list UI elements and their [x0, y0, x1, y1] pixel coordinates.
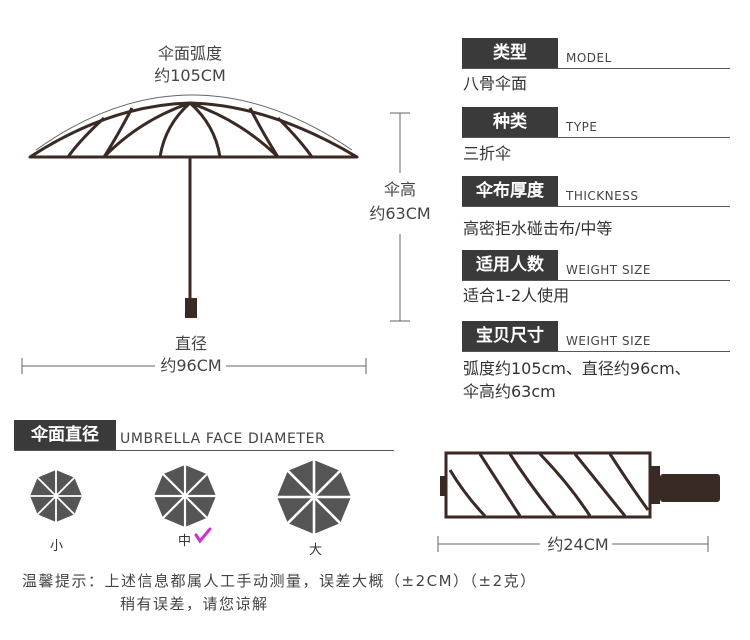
spec-size-value-line2: 伞高约63cm — [463, 382, 556, 401]
height-value: 约63CM — [369, 204, 431, 223]
face-diameter-en: UMBRELLA FACE DIAMETER — [120, 431, 326, 447]
spec-model-en: MODEL — [566, 51, 612, 65]
spec-model-tag: 类型 — [462, 38, 558, 68]
check-mark-icon — [194, 527, 212, 544]
size-large-label[interactable]: 大 — [309, 543, 323, 558]
arc-label: 伞面弧度 — [157, 44, 222, 63]
spec-type-value: 三折伞 — [463, 144, 512, 163]
umbrella-handle — [185, 298, 197, 318]
spec-type-header: 种类 TYPE — [462, 107, 730, 138]
folded-length-value: 约24CM — [547, 535, 609, 554]
spec-size-en: WEIGHT SIZE — [566, 334, 651, 348]
tip-line1: 温馨提示：上述信息都属人工手动测量，误差大概（±2CM）（±2克） — [22, 572, 537, 590]
diameter-label: 直径 — [174, 334, 207, 353]
spec-model-header: 类型 MODEL — [462, 38, 730, 69]
spec-people-header: 适用人数 WEIGHT SIZE — [462, 250, 730, 281]
size-medium-label[interactable]: 中 — [178, 534, 192, 549]
spec-type-tag: 种类 — [462, 107, 558, 137]
folded-umbrella-handle — [660, 474, 720, 502]
folded-umbrella-collar — [650, 466, 660, 504]
spec-size-value-line1: 弧度约105cm、直径约96cm、 — [463, 359, 691, 378]
diameter-value: 约96CM — [160, 356, 222, 375]
spec-size-header: 宝贝尺寸 WEIGHT SIZE — [462, 321, 730, 352]
spec-people-value: 适合1-2人使用 — [463, 286, 570, 305]
spec-thickness-value: 高密拒水碰击布/中等 — [463, 219, 613, 238]
open-umbrella-diagram — [21, 94, 410, 374]
spec-people-en: WEIGHT SIZE — [566, 263, 651, 277]
arc-dimension-line — [35, 94, 353, 151]
height-dimension-line — [390, 112, 410, 322]
face-diameter-tag: 伞面直径 — [14, 420, 116, 450]
arc-value: 约105CM — [154, 66, 226, 85]
spec-thickness-en: THICKNESS — [566, 189, 639, 203]
tip-line2: 稍有误差，请您谅解 — [120, 595, 269, 613]
umbrella-canopy — [28, 101, 359, 159]
folded-umbrella-diagram — [437, 451, 720, 552]
folded-umbrella-tip — [440, 476, 446, 496]
folded-length-dimension-line — [437, 536, 709, 552]
small-umbrella-icon — [29, 469, 83, 523]
height-label: 伞高 — [383, 180, 416, 199]
spec-people-tag: 适用人数 — [462, 250, 558, 280]
size-icons — [29, 458, 353, 544]
spec-thickness-header: 伞布厚度 THICKNESS — [462, 176, 730, 207]
medium-umbrella-icon — [152, 463, 218, 529]
spec-size-tag: 宝贝尺寸 — [462, 321, 558, 351]
spec-model-value: 八骨伞面 — [463, 74, 528, 93]
face-diameter-divider — [14, 450, 394, 451]
spec-type-en: TYPE — [566, 120, 598, 134]
large-umbrella-icon — [275, 458, 353, 536]
spec-thickness-tag: 伞布厚度 — [462, 176, 558, 206]
measurement-tip: 温馨提示：上述信息都属人工手动测量，误差大概（±2CM）（±2克） 稍有误差，请… — [22, 570, 537, 616]
size-small-label[interactable]: 小 — [50, 539, 64, 554]
folded-umbrella-stripes — [448, 452, 650, 518]
diameter-dimension-line — [21, 358, 367, 374]
